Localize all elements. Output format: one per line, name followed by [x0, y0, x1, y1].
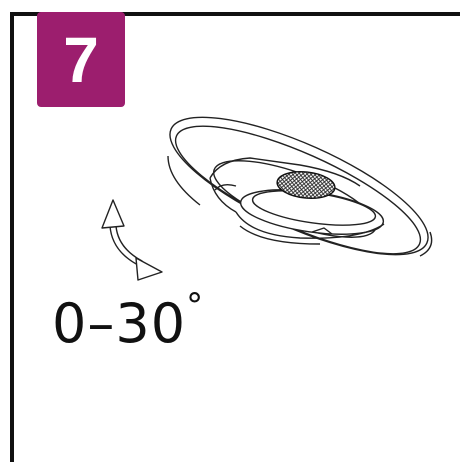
degree-symbol: °: [186, 286, 205, 326]
angle-range: 0–30: [52, 292, 187, 355]
step-badge: 7: [37, 12, 125, 107]
step-number: 7: [63, 23, 99, 96]
tilt-angle-label: 0–30°: [52, 286, 204, 355]
led-lens: [276, 171, 336, 199]
